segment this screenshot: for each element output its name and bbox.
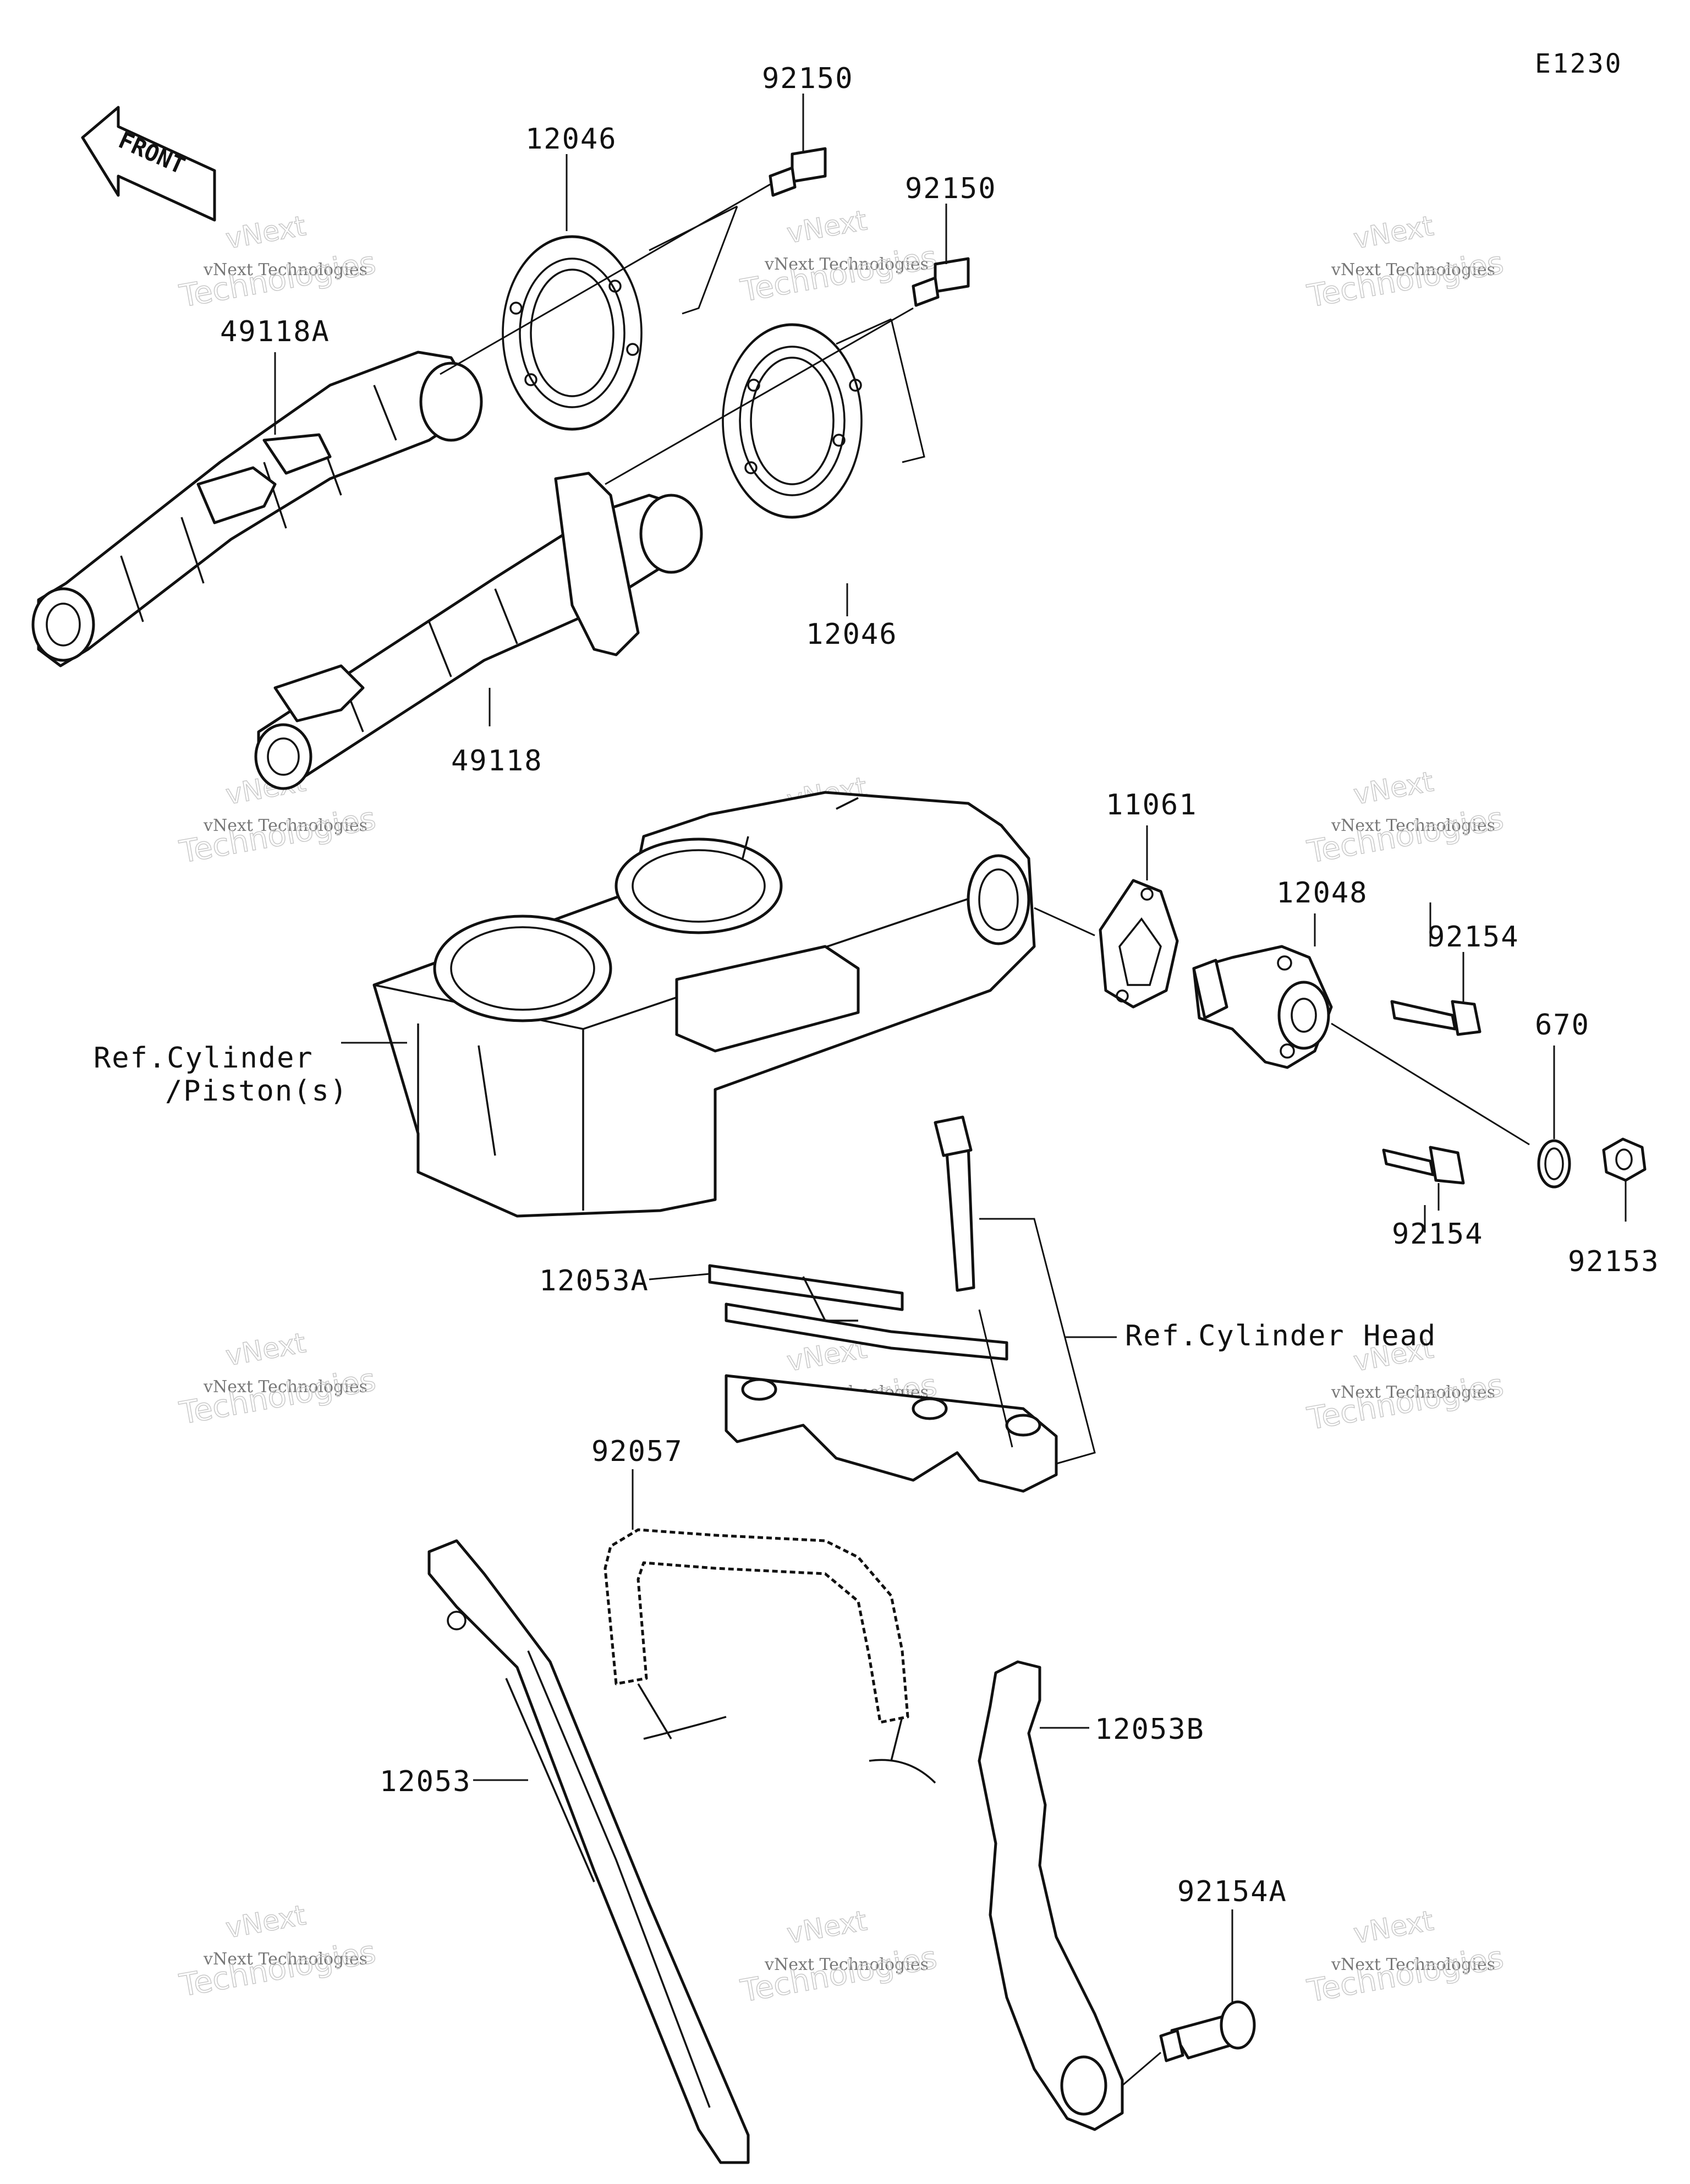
label-49118a: 49118A	[220, 315, 330, 348]
watermark-text: vNext Technologies	[1331, 1383, 1495, 1402]
watermark-outline: Technologies	[1304, 1940, 1506, 2010]
label-12053b: 12053B	[1095, 1713, 1205, 1746]
front-arrow-icon: FRONT	[81, 106, 216, 222]
watermark-text: vNext Technologies	[1331, 816, 1495, 835]
watermark-outline: Technologies	[177, 1362, 378, 1432]
pivot-bolt-92154a	[1122, 1909, 1256, 2087]
watermark-brand: vNext	[223, 1327, 308, 1372]
watermark-text: vNext Technologies	[1331, 1955, 1495, 1974]
tensioner-12048	[1192, 913, 1530, 1146]
watermark-brand: vNext	[784, 204, 869, 249]
watermark-outline: Technologies	[177, 245, 378, 315]
watermark-brand: vNext	[223, 1899, 308, 1944]
label-92154-lower: 92154	[1392, 1218, 1484, 1251]
watermark-outline: Technologies	[738, 1940, 940, 2010]
gasket-11061	[1034, 825, 1179, 1009]
label-92150-top: 92150	[762, 62, 854, 95]
watermark-text: vNext Technologies	[203, 816, 367, 835]
diagram-code: E1230	[1535, 48, 1623, 79]
leader-12053a	[649, 1273, 710, 1280]
label-12053a: 12053A	[539, 1265, 649, 1298]
label-49118: 49118	[451, 745, 543, 778]
cylinder-head-bracket	[978, 1218, 1117, 1465]
label-ref-piston: /Piston(s)	[165, 1075, 348, 1108]
bolt-92154-lower	[1382, 1146, 1465, 1211]
label-ref-cylinder-head: Ref.Cylinder Head	[1125, 1320, 1436, 1353]
label-92154-upper: 92154	[1428, 921, 1519, 954]
watermark-outline: Technologies	[177, 1934, 378, 2004]
label-ref-cylinder: Ref.Cylinder	[94, 1042, 314, 1075]
label-670: 670	[1535, 1009, 1590, 1042]
watermark-text: vNext Technologies	[1331, 260, 1495, 280]
watermark-brand: vNext	[1351, 210, 1436, 255]
watermark-brand: vNext	[223, 210, 308, 255]
label-92153: 92153	[1568, 1245, 1660, 1278]
watermark-brand: vNext	[784, 1904, 869, 1950]
watermark-text: vNext Technologies	[203, 1950, 367, 1969]
timing-chain-92057	[603, 1469, 936, 1784]
label-12046-lower: 12046	[806, 618, 898, 651]
watermark-text: vNext Technologies	[203, 1377, 367, 1397]
bolt-92154-upper	[1390, 952, 1482, 1036]
label-12046-upper: 12046	[525, 123, 617, 156]
label-11061: 11061	[1106, 789, 1198, 822]
watermark-outline: Technologies	[1304, 801, 1506, 871]
watermark-outline: Technologies	[1304, 1367, 1506, 1437]
sprocket-lower	[722, 323, 863, 519]
guide-right-12053b	[978, 1660, 1124, 2131]
nut-92153	[1602, 1137, 1647, 1222]
sprocket-upper	[502, 235, 643, 431]
guide-upper-12053a	[708, 1264, 1008, 1361]
label-12048: 12048	[1276, 877, 1368, 910]
cylinder-head-bolt	[934, 1115, 975, 1292]
watermark-text: vNext Technologies	[764, 1955, 929, 1974]
cylinder-block	[372, 791, 1036, 1218]
o-ring-670	[1537, 1046, 1571, 1189]
bolt-92150-top	[769, 147, 827, 197]
watermark-text: vNext Technologies	[203, 260, 367, 280]
watermark-outline: Technologies	[1304, 245, 1506, 315]
bolt-92150-mid	[912, 257, 970, 307]
camshaft-holder	[725, 1374, 1058, 1493]
watermark-brand: vNext	[1351, 1904, 1436, 1950]
label-92150-mid: 92150	[905, 172, 997, 205]
watermark-outline: Technologies	[738, 239, 940, 309]
watermark-outline: Technologies	[177, 801, 378, 871]
label-92057: 92057	[591, 1435, 683, 1468]
watermark-brand: vNext	[1351, 765, 1436, 811]
camshaft-intake	[31, 351, 483, 667]
label-92154a: 92154A	[1177, 1875, 1287, 1908]
leader-lines-top	[274, 94, 947, 726]
watermark-text: vNext Technologies	[764, 255, 929, 274]
label-12053: 12053	[380, 1765, 471, 1798]
guide-left-12053	[427, 1539, 750, 2164]
camshaft-exhaust	[254, 472, 703, 790]
